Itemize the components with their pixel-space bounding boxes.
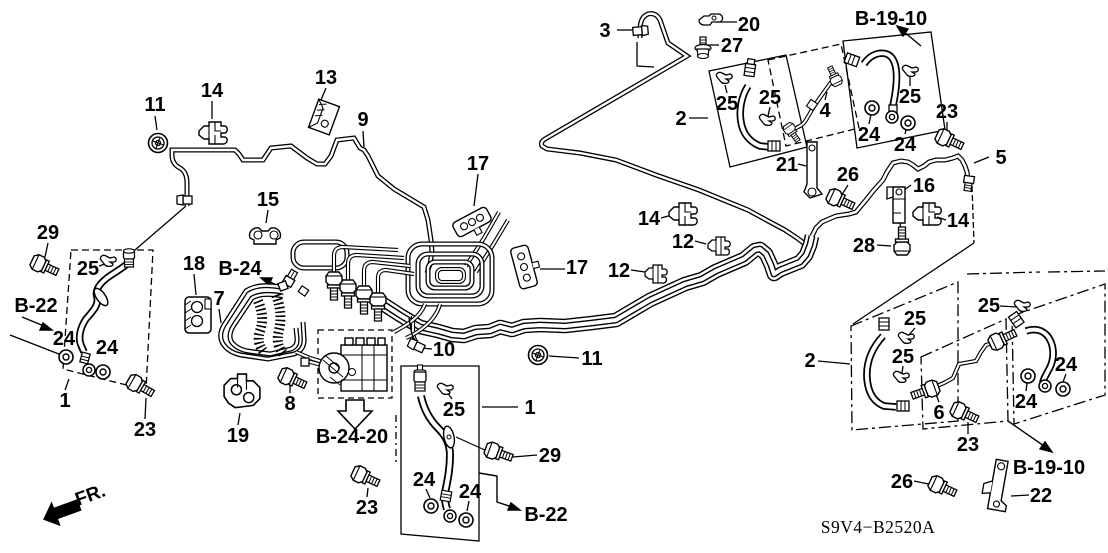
svg-text:13: 13: [315, 67, 337, 89]
svg-text:25: 25: [77, 258, 99, 280]
svg-text:28: 28: [853, 235, 875, 257]
svg-text:22: 22: [1030, 485, 1052, 507]
svg-text:6: 6: [933, 402, 944, 424]
svg-text:24: 24: [1055, 354, 1078, 376]
svg-text:3: 3: [599, 20, 610, 42]
svg-text:27: 27: [721, 35, 743, 57]
svg-text:24: 24: [1015, 391, 1038, 413]
svg-text:23: 23: [134, 419, 156, 441]
svg-text:19: 19: [227, 425, 249, 447]
svg-text:25: 25: [978, 295, 1000, 317]
svg-text:1: 1: [524, 397, 535, 419]
svg-text:5: 5: [995, 147, 1006, 169]
svg-text:21: 21: [776, 154, 798, 176]
svg-text:1: 1: [59, 390, 70, 412]
svg-text:26: 26: [837, 164, 859, 186]
svg-text:24: 24: [894, 134, 917, 156]
svg-text:B-24-20: B-24-20: [316, 426, 388, 448]
svg-text:14: 14: [947, 210, 970, 232]
svg-text:25: 25: [892, 346, 914, 368]
svg-text:12: 12: [672, 231, 694, 253]
svg-text:18: 18: [183, 253, 205, 275]
svg-text:17: 17: [467, 153, 489, 175]
svg-text:14: 14: [201, 80, 224, 102]
svg-text:S9V4−B2520A: S9V4−B2520A: [821, 517, 936, 537]
svg-text:24: 24: [53, 328, 76, 350]
svg-text:B-19-10: B-19-10: [855, 8, 927, 30]
svg-text:29: 29: [539, 445, 561, 467]
svg-text:B-24: B-24: [218, 258, 262, 280]
svg-text:4: 4: [819, 100, 831, 122]
svg-text:11: 11: [581, 348, 602, 370]
svg-text:25: 25: [904, 308, 926, 330]
svg-text:25: 25: [443, 399, 465, 421]
svg-text:B-22: B-22: [14, 295, 57, 317]
svg-text:26: 26: [891, 471, 913, 493]
svg-text:23: 23: [356, 497, 378, 519]
svg-text:8: 8: [284, 393, 295, 415]
svg-text:FR.: FR.: [73, 480, 109, 510]
svg-text:24: 24: [459, 481, 482, 503]
svg-text:29: 29: [37, 222, 59, 244]
svg-text:10: 10: [433, 339, 455, 361]
svg-text:23: 23: [957, 434, 979, 456]
svg-text:17: 17: [566, 257, 588, 279]
svg-text:2: 2: [804, 350, 815, 372]
svg-text:B-19-10: B-19-10: [1013, 457, 1085, 479]
svg-text:2: 2: [675, 108, 686, 130]
svg-text:7: 7: [213, 288, 224, 310]
svg-text:15: 15: [257, 189, 279, 211]
svg-text:12: 12: [608, 260, 630, 282]
svg-text:24: 24: [413, 469, 436, 491]
svg-text:20: 20: [738, 14, 760, 36]
svg-text:11: 11: [144, 94, 165, 116]
svg-text:24: 24: [96, 337, 119, 359]
svg-text:B-22: B-22: [524, 504, 567, 526]
svg-text:23: 23: [936, 101, 958, 123]
svg-text:25: 25: [716, 93, 738, 115]
svg-text:9: 9: [357, 109, 368, 131]
svg-text:25: 25: [759, 87, 781, 109]
svg-text:14: 14: [638, 208, 661, 230]
svg-text:24: 24: [858, 124, 881, 146]
svg-text:25: 25: [899, 86, 921, 108]
svg-text:16: 16: [913, 175, 935, 197]
